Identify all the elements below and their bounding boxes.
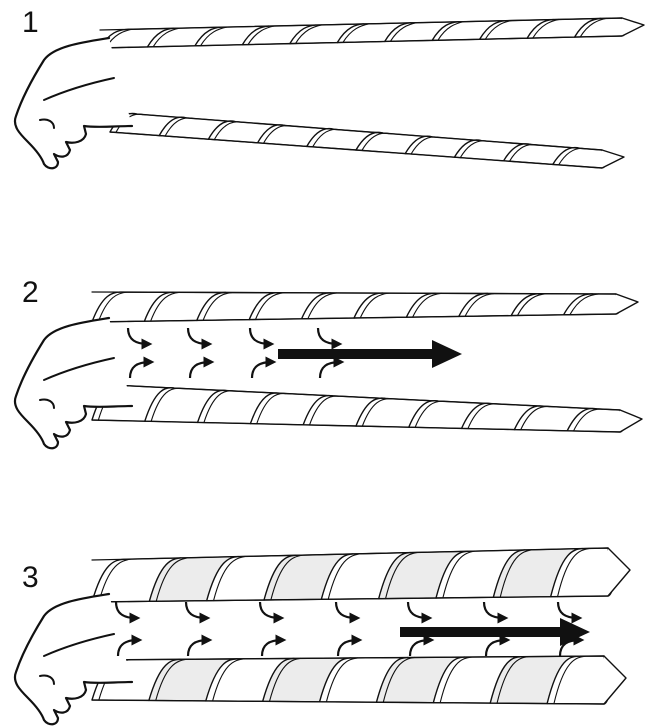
inflow-arrow-down (116, 602, 136, 618)
inflow-arrow-up (190, 362, 210, 378)
inflow-arrow-up (410, 640, 430, 656)
hand (15, 318, 132, 448)
inflow-arrow-down (250, 328, 270, 344)
flow-arrow (278, 340, 462, 368)
inflow-arrow-down (558, 602, 578, 618)
strand-tip (604, 656, 626, 704)
inflow-arrow-up (130, 362, 150, 378)
flow-arrow-shaft (400, 627, 564, 637)
panels-art (15, 18, 644, 724)
strand-lower (110, 112, 624, 168)
strand-upper (92, 548, 630, 602)
flow-arrow-head (432, 340, 462, 368)
strand-tip (616, 294, 638, 314)
hand (15, 594, 132, 724)
inflow-arrow-up (320, 362, 340, 378)
inflow-arrow-up (486, 640, 506, 656)
inflow-arrow-up (188, 640, 208, 656)
panel-1-art (15, 18, 644, 168)
inflow-arrow-up (262, 640, 282, 656)
inflow-arrow-down (408, 602, 428, 618)
strand-lower (92, 656, 626, 704)
inflow-arrow-down (186, 602, 206, 618)
strand-tip (602, 150, 624, 168)
strand-tip (622, 18, 644, 36)
hand-outline (15, 38, 132, 168)
inflow-arrow-down (128, 328, 148, 344)
inflow-arrow-up (252, 362, 272, 378)
hand-outline (15, 594, 132, 724)
strand-upper (92, 292, 638, 322)
inflow-arrow-down (318, 328, 338, 344)
hand-outline (15, 318, 132, 448)
panel-3-art (15, 548, 630, 724)
inflow-arrow-down (484, 602, 504, 618)
strand-upper (100, 18, 644, 48)
inflow-arrow-up (338, 640, 358, 656)
flow-arrow-shaft (278, 349, 436, 359)
flow-arrow-head (560, 618, 590, 646)
strand-tip (620, 410, 642, 432)
inflow-arrow-down (188, 328, 208, 344)
panel-2-art (15, 292, 642, 448)
strand-lower (92, 384, 642, 432)
inflow-arrow-down (260, 602, 280, 618)
hand (15, 38, 132, 168)
inflow-arrow-down (336, 602, 356, 618)
strand-tip (608, 548, 630, 596)
